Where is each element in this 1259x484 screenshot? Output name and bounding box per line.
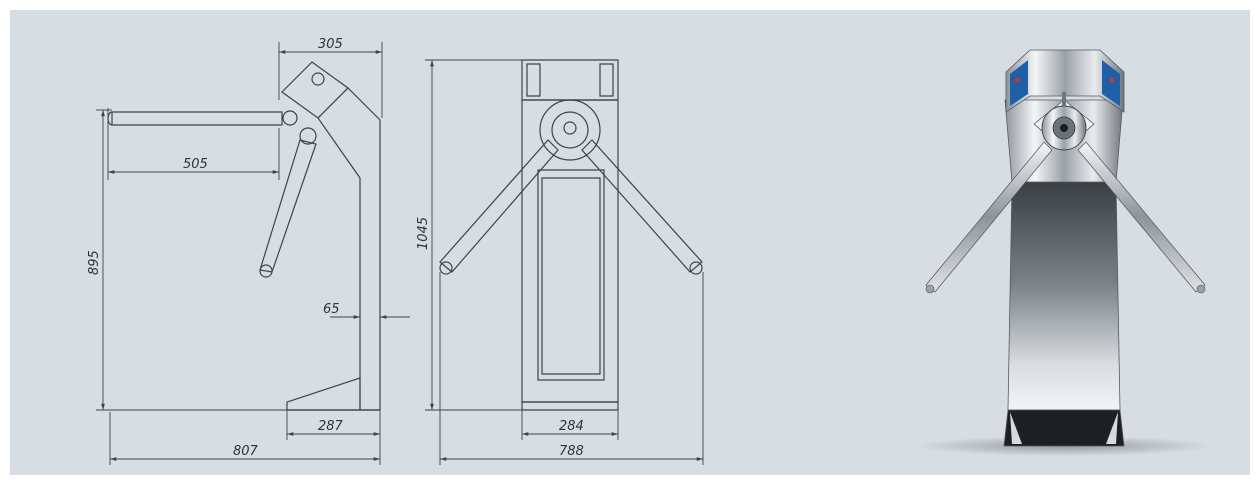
render-arm-right	[1077, 141, 1206, 293]
dim-arm-reach: 505	[183, 157, 208, 172]
render-panel-left	[1010, 60, 1028, 106]
render-arm-left	[925, 141, 1053, 293]
dim-front-height: 1045	[416, 217, 431, 250]
front-body-panel	[537, 169, 605, 381]
front-arm-right	[581, 139, 703, 273]
front-view: 1045 284 788	[416, 59, 704, 465]
dim-post-thickness: 65	[323, 302, 340, 317]
render-head	[1005, 49, 1125, 113]
render-base	[1003, 409, 1125, 447]
side-arm-horizontal	[111, 111, 283, 126]
turnstile-render	[914, 49, 1214, 456]
dim-side-height: 895	[87, 250, 102, 275]
dim-side-top-width: 305	[318, 37, 343, 52]
dim-front-total-width: 788	[559, 444, 584, 459]
dim-side-total-width: 807	[233, 444, 259, 459]
front-hub	[539, 99, 601, 161]
side-view: 305 505 895 65 287 807	[87, 37, 410, 465]
render-panel-right	[1102, 60, 1120, 106]
dim-base-depth: 287	[318, 419, 344, 434]
dim-front-body-width: 284	[559, 419, 584, 434]
side-head-reader-icon	[311, 72, 325, 86]
render-body	[1007, 181, 1121, 411]
front-arm-left	[439, 139, 559, 273]
